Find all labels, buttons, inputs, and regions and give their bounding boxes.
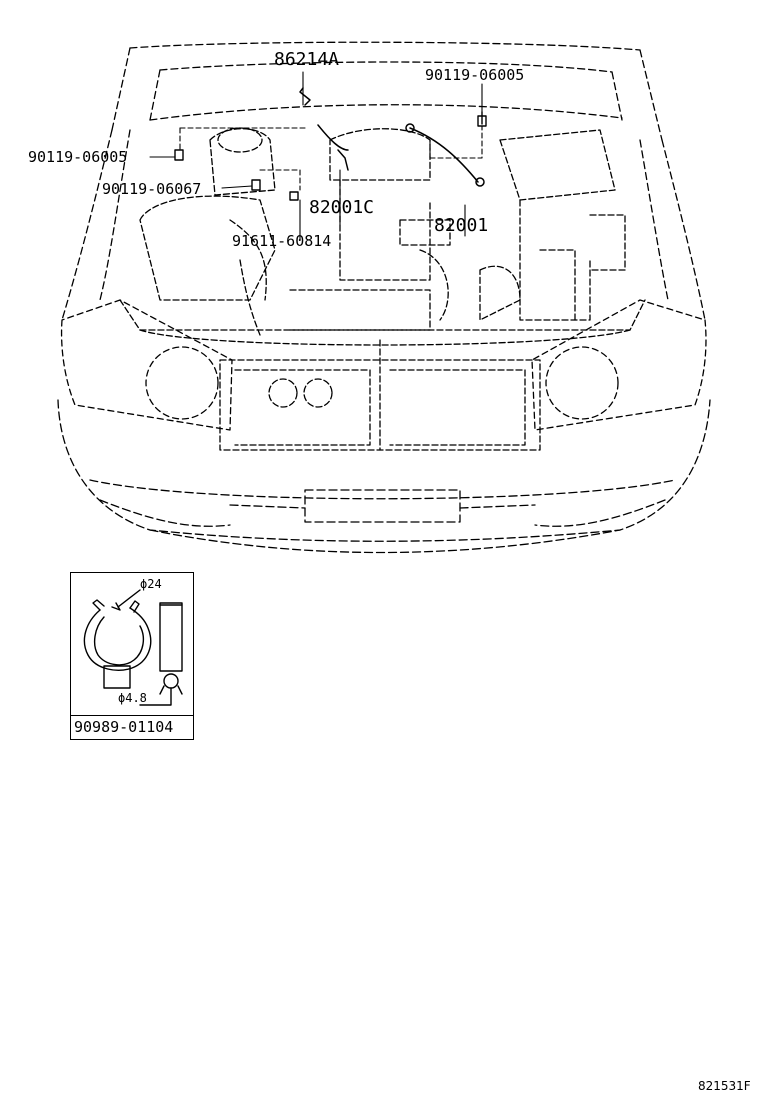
headlights	[60, 299, 707, 431]
hood-outline	[111, 41, 663, 141]
callout-90119-06067: 90119-06067	[102, 180, 202, 198]
bolts	[174, 111, 487, 201]
engine-left	[139, 127, 276, 336]
leader-lines	[149, 71, 483, 241]
engine-right	[499, 129, 626, 321]
clip-inset-box	[70, 572, 194, 740]
radiator-support	[119, 299, 646, 451]
dimension-outer-diameter: ϕ24	[140, 577, 162, 591]
body-sides	[61, 129, 706, 321]
inset-part-number: 90989-01104	[74, 718, 174, 736]
dimension-inner-diameter: ϕ4.8	[118, 691, 147, 705]
callout-86214A: 86214A	[274, 49, 340, 70]
callout-82001: 82001	[434, 215, 489, 236]
callout-90119-06005-right: 90119-06005	[425, 66, 525, 84]
clip-detail	[83, 589, 183, 706]
callout-90119-06005-left: 90119-06005	[28, 148, 128, 166]
callout-91611-60814: 91611-60814	[232, 232, 332, 250]
wire-harness	[299, 87, 485, 187]
callout-82001C: 82001C	[309, 197, 375, 218]
dashed-leaders	[179, 125, 483, 191]
figure-reference: 821531F	[698, 1079, 751, 1093]
front-bumper	[57, 399, 711, 554]
inset-divider	[71, 715, 193, 716]
